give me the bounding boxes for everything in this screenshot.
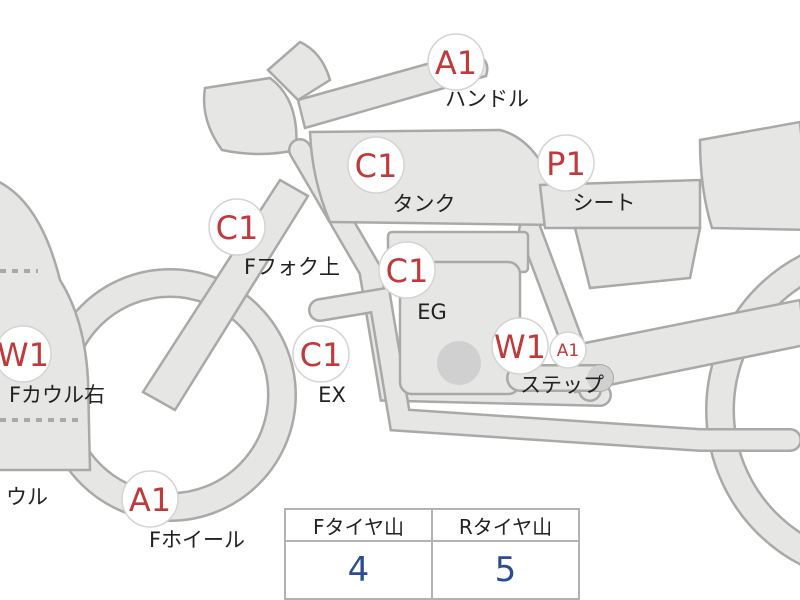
- badge-label-f-fork-upper: Fフォク上: [244, 255, 340, 279]
- badge-step: W1 ステップ: [491, 317, 604, 397]
- rear-wheel-inner: [707, 257, 800, 563]
- badge-code-ex: C1: [300, 336, 343, 374]
- badge-code-step-extra: A1: [557, 341, 579, 361]
- badge-code-f-cowl-right: W1: [0, 336, 49, 374]
- step-peg: [587, 365, 613, 391]
- badge-code-eg: C1: [386, 252, 429, 290]
- badge-label-step: ステップ: [520, 373, 604, 397]
- badge-circle-handle: [427, 33, 485, 91]
- badge-circle-ex: [292, 325, 350, 383]
- front-tire-header: Fタイヤ山: [284, 508, 433, 542]
- tire-tread-table: Fタイヤ山 Rタイヤ山 4 5: [284, 508, 580, 600]
- badge-tank: C1 タンク: [347, 136, 456, 216]
- badge-circle-seat: [537, 134, 595, 192]
- motorcycle-illustration: [0, 40, 800, 566]
- badge-label-f-cowl-right: Fカウル右: [9, 383, 105, 407]
- badge-circle-f-cowl-right: [0, 325, 52, 383]
- engine-cover: [437, 341, 481, 385]
- badge-label-cowl: ウル: [6, 485, 48, 509]
- badge-code-f-fork-upper: C1: [216, 209, 259, 247]
- badge-label-seat: シート: [573, 191, 636, 215]
- badge-circle-f-fork-upper: [208, 198, 266, 256]
- headlight: [202, 76, 298, 156]
- side-cover: [573, 226, 702, 290]
- badge-label-tank: タンク: [393, 192, 456, 216]
- badge-circle-step-extra: [549, 331, 587, 369]
- badge-label-eg: EG: [417, 300, 447, 324]
- badge-seat: P1 シート: [537, 134, 636, 215]
- rear-tire-header: Rタイヤ山: [431, 508, 580, 542]
- badge-cowl: ウル: [6, 485, 48, 509]
- badge-step-extra: A1: [549, 331, 587, 369]
- badge-code-tank: C1: [355, 147, 398, 185]
- badge-code-step: W1: [494, 328, 546, 366]
- meter: [266, 40, 332, 102]
- badge-circle-tank: [347, 136, 405, 194]
- tail-cowl: [698, 120, 800, 232]
- badge-circle-f-wheel: [121, 470, 179, 528]
- badge-handle: A1 ハンドル: [427, 33, 529, 111]
- badge-label-f-wheel: Fホイール: [149, 528, 245, 552]
- badge-label-ex: EX: [318, 383, 346, 407]
- front-cowl: [0, 181, 92, 472]
- badge-code-handle: A1: [435, 44, 477, 82]
- front-tire-value: 4: [284, 540, 433, 600]
- rear-tire-value: 5: [431, 540, 580, 600]
- badge-circle-step: [491, 317, 549, 375]
- badge-circle-eg: [378, 241, 436, 299]
- badge-label-handle: ハンドル: [445, 87, 529, 111]
- badge-code-seat: P1: [546, 145, 586, 183]
- badge-code-f-wheel: A1: [129, 481, 171, 519]
- exhaust-pipe-inner: [310, 289, 800, 450]
